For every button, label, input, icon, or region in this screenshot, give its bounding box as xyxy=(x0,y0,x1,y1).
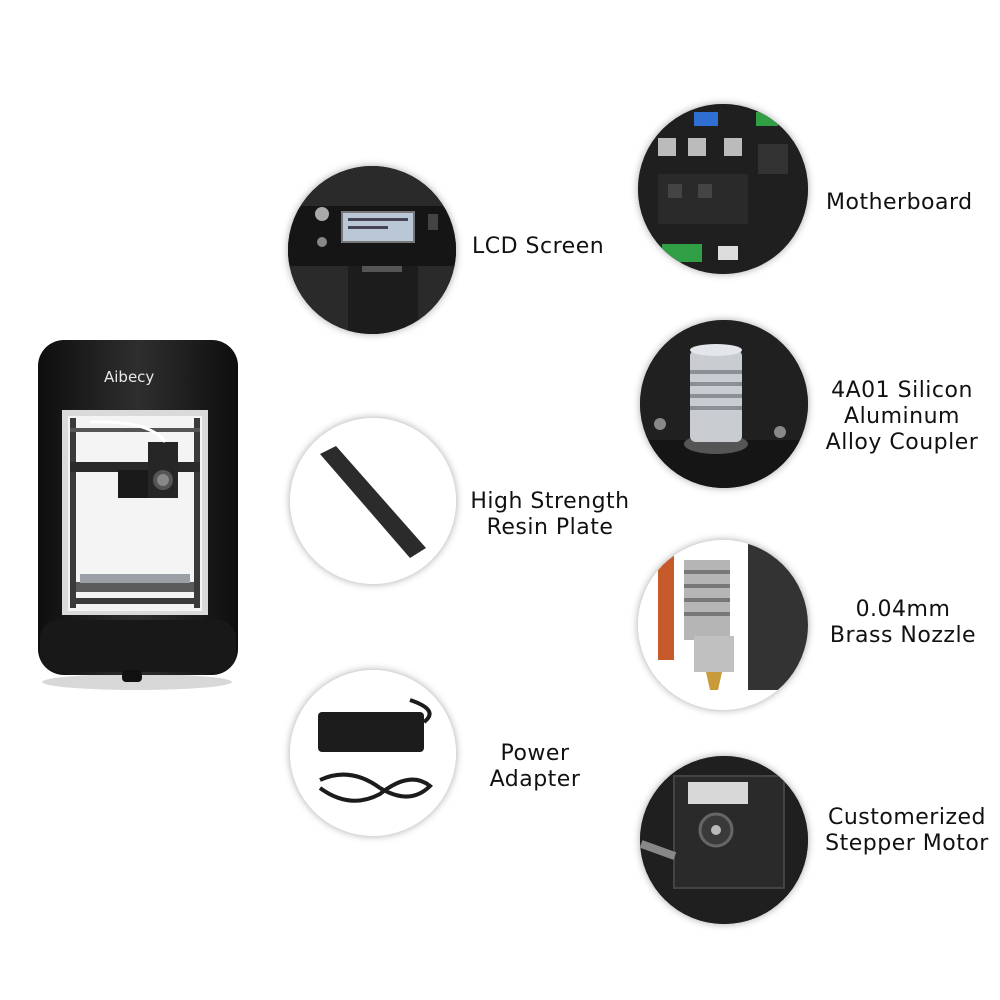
stepper-motor-label: Customerized Stepper Motor xyxy=(825,805,989,856)
motherboard-image xyxy=(638,104,808,274)
lcd-screen-label: LCD Screen xyxy=(472,234,605,259)
stepper-motor-image xyxy=(640,756,808,924)
power-adapter-image xyxy=(290,670,456,836)
resin-plate-image xyxy=(290,418,456,584)
lcd-screen-image xyxy=(288,166,456,334)
resin-plate-label: High Strength Resin Plate xyxy=(470,489,630,540)
coupler-image xyxy=(640,320,808,488)
motherboard-label: Motherboard xyxy=(826,190,973,215)
coupler-label: 4A01 Silicon Aluminum Alloy Coupler xyxy=(825,378,979,455)
nozzle-image xyxy=(638,540,808,710)
brand-logo: Aibecy xyxy=(104,368,154,386)
nozzle-label: 0.04mm Brass Nozzle xyxy=(829,597,977,648)
printer-image: Aibecy xyxy=(30,330,245,695)
power-adapter-label: Power Adapter xyxy=(489,741,581,792)
